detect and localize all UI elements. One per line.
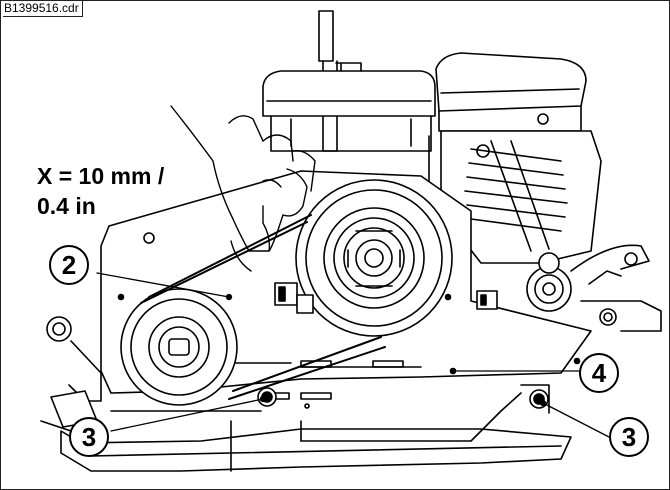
belt-clips [274, 282, 498, 314]
callout-belt: 2 [49, 245, 89, 285]
fuel-tank [262, 62, 436, 152]
base-plate [60, 392, 572, 472]
recoil-starter [526, 244, 650, 312]
engine-pulley [295, 179, 453, 337]
callout-bolt-left: 3 [69, 417, 109, 457]
measurement-metric: X = 10 mm / [37, 163, 165, 189]
drive-pulley [120, 288, 238, 406]
right-frame [580, 270, 662, 332]
hand [170, 105, 316, 272]
measurement-label: X = 10 mm / 0.4 in [37, 161, 164, 221]
callout-guard-plate: 4 [579, 353, 619, 393]
v-belt [140, 214, 386, 400]
callout-bolt-right: 3 [609, 417, 649, 457]
leader-lines [96, 272, 610, 438]
file-name-label: B1399516.cdr [3, 1, 83, 17]
measurement-imperial: 0.4 in [37, 193, 96, 219]
air-filter [435, 52, 587, 132]
